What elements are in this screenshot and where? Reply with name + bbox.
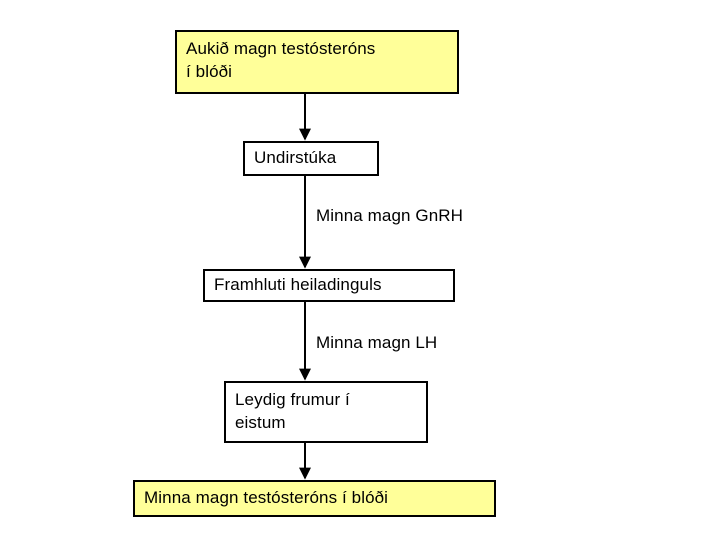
flow-node-increased-testosterone: Aukið magn testósteróns í blóði <box>175 30 459 94</box>
edge-label-less-gnrh: Minna magn GnRH <box>316 206 464 225</box>
flow-node-decreased-testosterone: Minna magn testósteróns í blóði <box>133 480 496 517</box>
edge-label-less-lh: Minna magn LH <box>316 333 438 352</box>
flow-node-hypothalamus: Undirstúka <box>243 141 379 176</box>
flow-node-leydig-cells: Leydig frumur í eistum <box>224 381 428 443</box>
flow-node-anterior-pituitary: Framhluti heiladinguls <box>203 269 455 302</box>
